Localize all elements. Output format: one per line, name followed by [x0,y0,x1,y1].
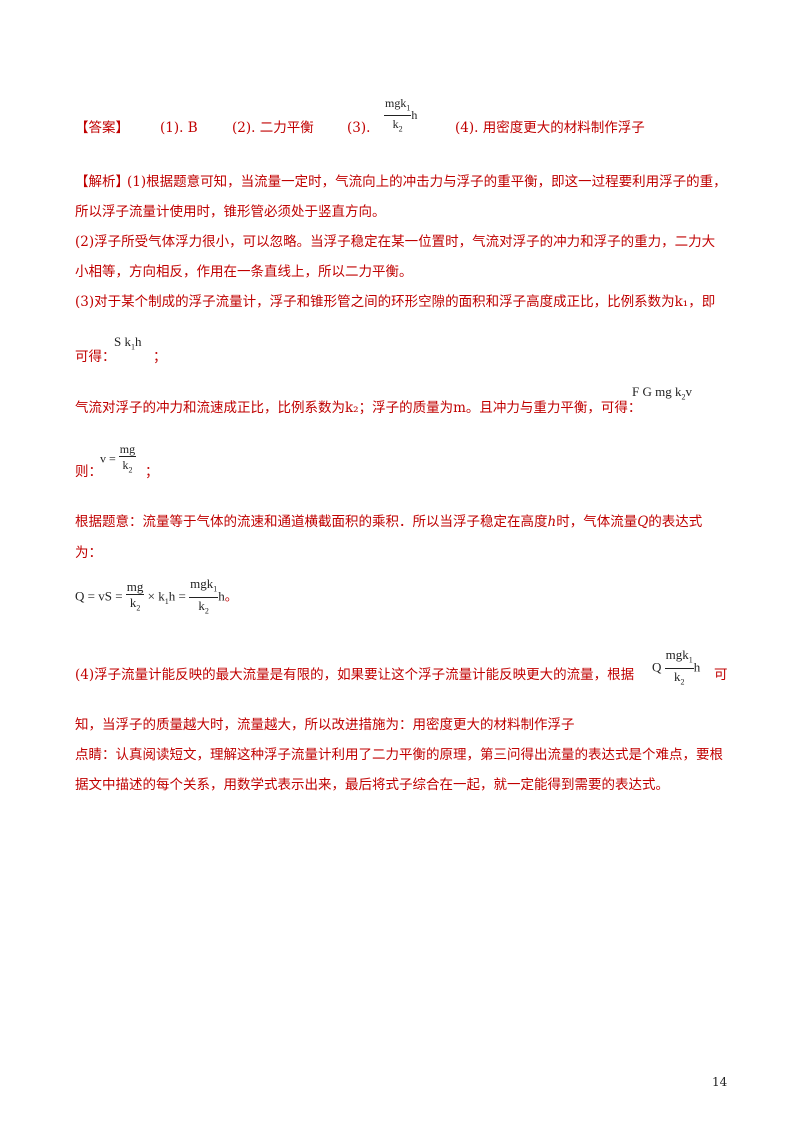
variable-q: Q [637,514,649,530]
analysis-p4: 气流对浮子的冲力和流速成正比，比例系数为k₂；浮子的质量为m。且冲力与重力平衡，… [75,400,642,416]
analysis-label: 【解析】 [75,174,129,190]
numerator: mgk [385,96,407,110]
analysis-p5-label: 则： [75,464,102,480]
subscript: 2 [128,465,133,475]
equation-tail: v [685,384,692,399]
times-term: × k [147,588,165,604]
equation-q-expression: Q = vS = mg k2 × k1h = mgk1 k2 h。 [75,577,238,618]
fraction: mgk1 k2 [189,576,219,618]
equation-lhs: v = [100,451,116,466]
analysis-p8-end: 可 [714,667,728,683]
answer-4: (4). 用密度更大的材料制作浮子 [455,120,645,136]
analysis-p3-line1: (3)对于某个制成的浮子流量计，浮子和锥形管之间的环形空隙的面积和浮子高度成正比… [75,294,716,310]
equation-q-proportional: Q mgk1 k2 h [652,648,700,689]
subscript: 1 [688,655,693,665]
variable-h: h [547,514,557,530]
analysis-p2-line1: (2)浮子所受气体浮力很小，可以忽略。当浮子稳定在某一位置时，气流对浮子的冲力和… [75,234,716,250]
subscript: 1 [406,103,411,113]
subscript: 1 [164,597,169,607]
subscript: 1 [130,342,135,352]
equation-text: h = [168,588,186,604]
fraction: mg k2 [125,578,145,616]
analysis-p1-line1: (1)根据题意可知，当流量一定时，气流向上的冲击力与浮子的重平衡，即这一过程要利… [127,174,727,190]
answer-1: (1). B [160,120,198,136]
expression-tail: h [411,108,418,123]
denominator: k [122,458,129,472]
subscript: 2 [204,606,209,616]
numerator: mg [119,442,136,456]
subscript: 1 [213,584,218,594]
analysis-p8-line1: (4)浮子流量计能反映的最大流量是有限的，如果要让这个浮子流量计能反映更大的流量… [75,667,635,683]
text: 的表达式 [648,514,703,530]
denominator: k [673,668,681,684]
answer-2: (2). 二力平衡 [232,120,314,136]
analysis-p1-line2: 所以浮子流量计使用时，锥形管必须处于竖直方向。 [75,204,386,220]
equation-s-k1h: S k1h [114,334,141,352]
equation-tail: h [218,588,225,604]
semicolon: ； [153,349,167,365]
denominator: k [392,117,399,132]
numerator: mgk [665,647,689,662]
tip-line2: 据文中描述的每个关系，用数学式表示出来，最后将式子综合在一起，就一定能得到需要的… [75,777,669,793]
equation-tail: h [693,659,701,675]
denominator: k [129,594,137,610]
numerator: mgk [190,576,214,591]
subscript: 2 [680,677,685,687]
denominator: k [198,597,205,613]
equation-text: S k [114,334,131,349]
equation-tail: h [134,334,142,349]
subscript: 2 [681,392,686,402]
equation-lhs: Q = vS = [75,588,123,604]
text: 时，气体流量 [556,514,638,530]
analysis-p3-line2: 可得： [75,349,116,365]
equation-force-balance: F G mg k2v [632,384,692,402]
tip-line1: 点睛：认真阅读短文，理解这种浮子流量计利用了二力平衡的原理，第三问得出流量的表达… [75,747,723,763]
equation-text: F G mg k [632,384,682,399]
page-number: 14 [712,1075,728,1089]
analysis-p6-line2: 为： [75,545,102,561]
semicolon: ； [145,464,159,480]
period: 。 [224,588,238,604]
analysis-p6-line1: 根据题意：流量等于气体的流速和通道横截面积的乘积．所以当浮子稳定在高度h时，气体… [75,512,702,532]
answer-3-expression: mgk1 k2 h [384,96,417,137]
fraction: mg k2 [118,442,137,477]
analysis-p8-line2: 知，当浮子的质量越大时，流量越大，所以改进措施为：用密度更大的材料制作浮子 [75,717,575,733]
subscript: 2 [398,124,403,134]
subscript: 2 [136,603,141,613]
fraction: mgk1 k2 [664,647,694,689]
equation-v: v = mg k2 [100,442,137,477]
text: 根据题意：流量等于气体的流速和通道横截面积的乘积．所以当浮子稳定在高度 [75,514,548,530]
answer-3-number: (3). [347,120,371,136]
answer-label: 【答案】 [75,120,129,136]
equation-lhs: Q [652,659,662,675]
fraction: mgk1 k2 [384,96,412,137]
numerator: mg [126,578,144,594]
analysis-p2-line2: 小相等，方向相反，作用在一条直线上，所以二力平衡。 [75,264,413,280]
